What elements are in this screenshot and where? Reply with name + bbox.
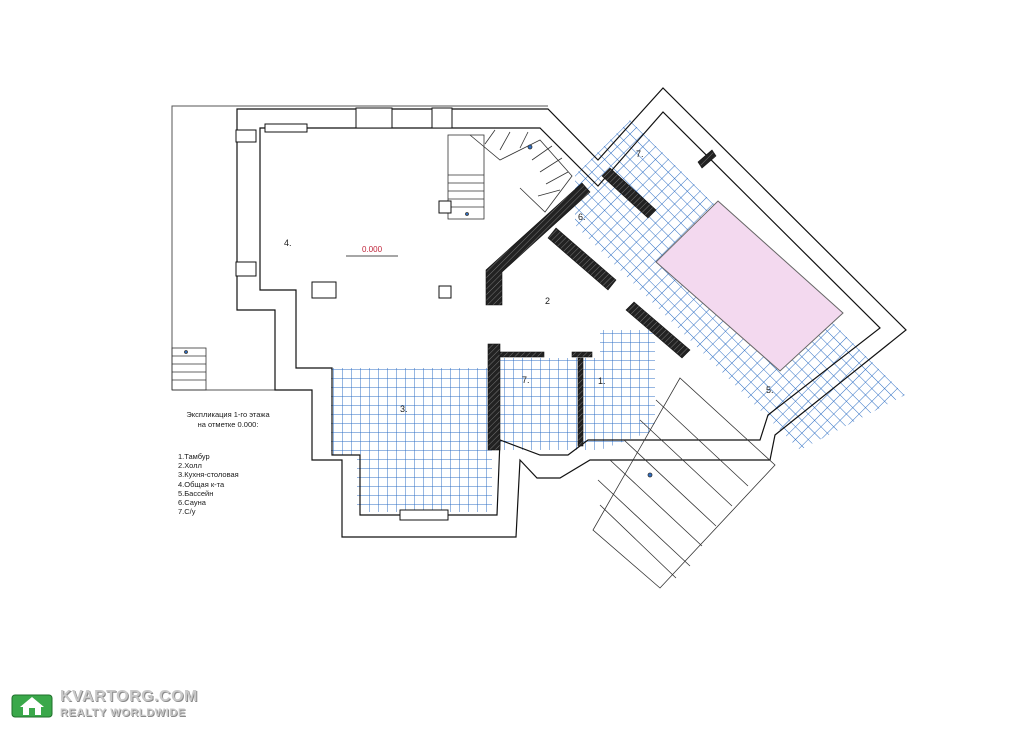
left-stair [171, 347, 207, 391]
watermark-tagline: REALTY WORLDWIDE [60, 707, 186, 719]
columns [438, 200, 452, 299]
terrace-stairs [592, 377, 776, 589]
room-legend: Экспликация 1-го этажа на отметке 0.000:… [168, 410, 308, 516]
legend-item: 3.Кухня-столовая [178, 470, 239, 480]
room-label-7-top: 7. [636, 149, 644, 159]
pool [655, 200, 844, 372]
legend-item: 1.Тамбур [178, 452, 210, 461]
room-label-4: 4. [284, 238, 292, 248]
legend-item: 5.Бассейн [178, 488, 214, 498]
level-mark: 0.000 [362, 245, 383, 254]
legend-list: 1.Тамбур 2.Холл 3.Кухня-столовая 4.Общая… [178, 452, 308, 516]
legend-item: 2.Холл [178, 461, 202, 471]
windows [235, 107, 453, 521]
room-label-2: 2 [545, 296, 550, 306]
legend-item: 6.Сауна [178, 498, 206, 508]
room-label-7-bottom: 7. [522, 375, 530, 385]
legend-title-line1: Экспликация 1-го этажа [186, 410, 270, 419]
legend-title-line2: на отметке 0.000: [197, 420, 259, 429]
legend-item: 4.Общая к-та [178, 479, 225, 489]
interior-walls [485, 149, 717, 451]
room-label-6: 6. [578, 212, 586, 222]
watermark-site: KVARTORG.COM [60, 688, 198, 705]
room-label-5: 5. [766, 385, 774, 395]
room-label-1: 1. [598, 376, 606, 386]
exterior-walls [236, 87, 907, 538]
main-staircase [447, 129, 573, 220]
legend-item: 7.С/у [178, 507, 196, 517]
watermark: KVARTORG.COM REALTY WORLDWIDE [10, 686, 210, 722]
room-label-3: 3. [400, 404, 408, 414]
house-logo-icon [11, 694, 53, 718]
